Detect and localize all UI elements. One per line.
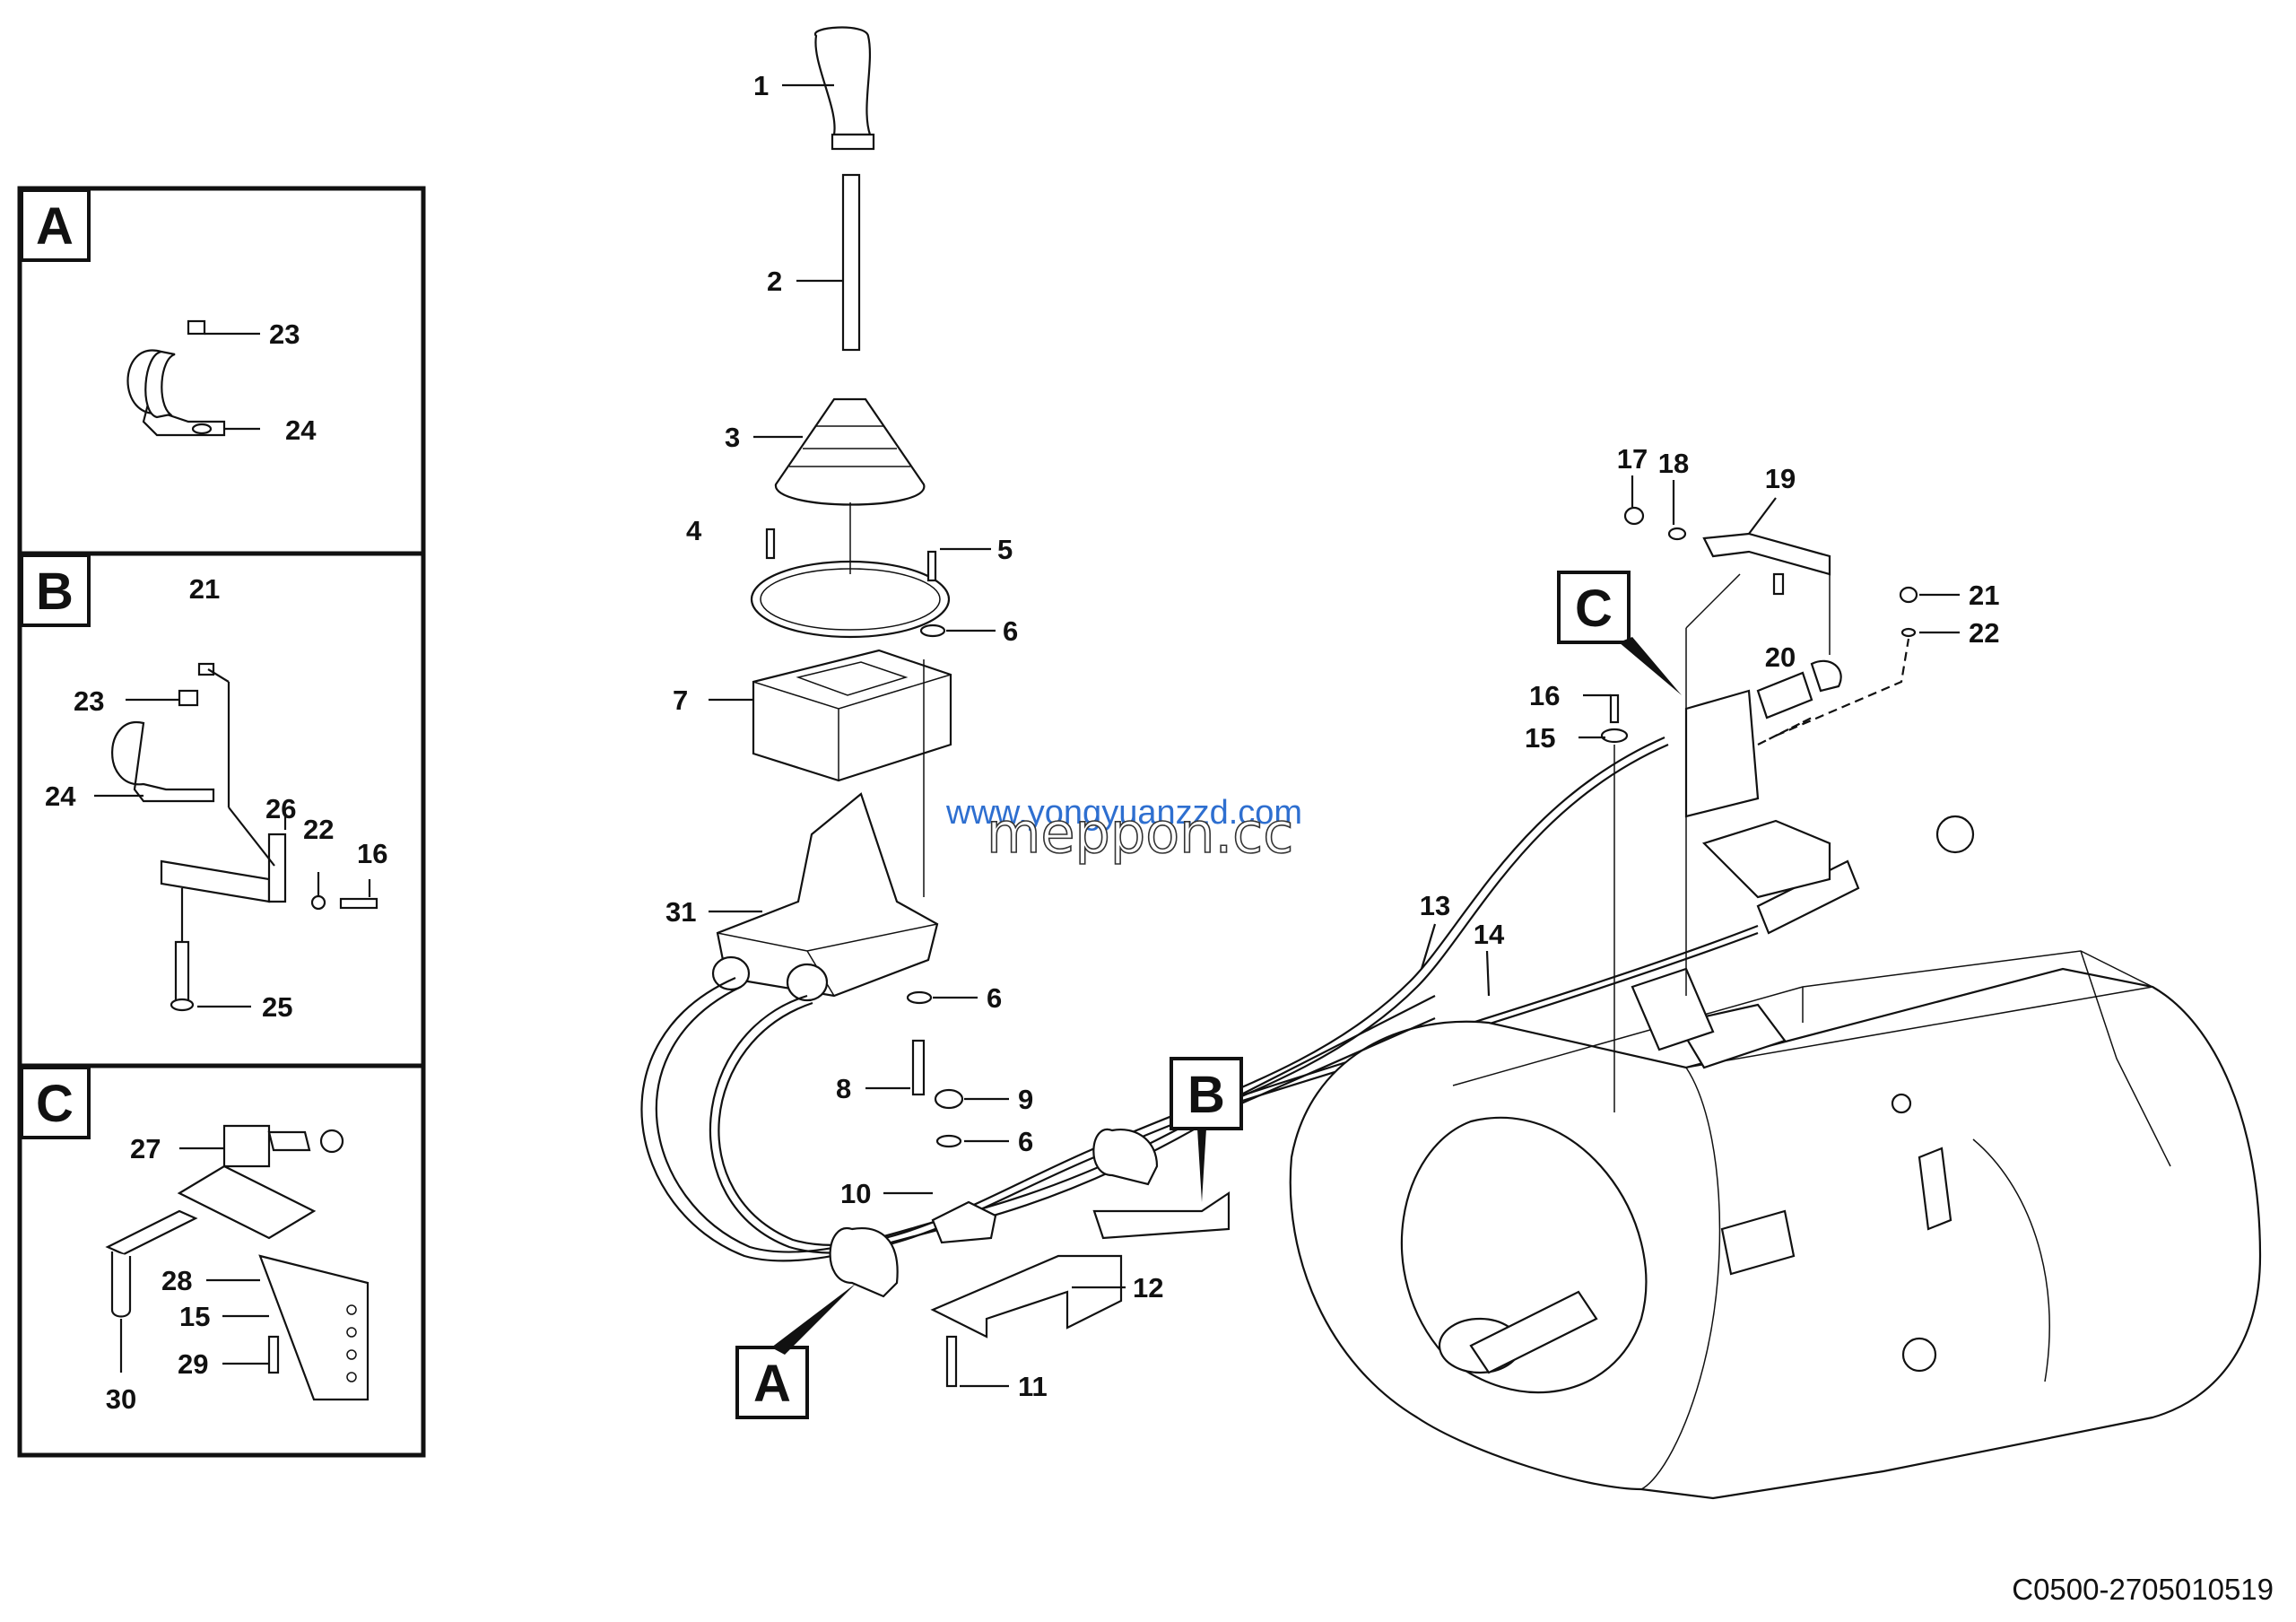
label-25: 25	[262, 991, 292, 1023]
shift-bracket	[105, 1124, 370, 1401]
label-6: 6	[1018, 1126, 1033, 1157]
watermark-url: www.yongyuanzzd.com	[945, 794, 1302, 832]
small-fasteners	[765, 528, 964, 1388]
label-4: 4	[686, 515, 702, 546]
inset-letter-a: A	[36, 197, 74, 256]
label-21: 21	[189, 573, 220, 605]
label-15: 15	[179, 1301, 210, 1332]
label-23: 23	[269, 318, 300, 350]
label-10: 10	[840, 1178, 871, 1209]
label-26: 26	[265, 793, 296, 824]
gearbox-housing	[1289, 950, 2262, 1500]
label-30: 30	[106, 1383, 136, 1415]
label-16: 16	[1529, 680, 1560, 711]
label-23: 23	[74, 685, 104, 717]
watermark-brand: meppon.cc	[987, 800, 1293, 866]
label-2: 2	[767, 266, 782, 297]
callout-letter-c: C	[1575, 580, 1613, 638]
label-17: 17	[1617, 443, 1648, 475]
label-20: 20	[1765, 641, 1796, 673]
label-13: 13	[1420, 890, 1450, 921]
callout-c: C	[1557, 571, 1682, 695]
part-labels: 1 2 3 4 5 6 7 31 6 8 9 6 10 12 11 17 18 …	[665, 70, 1999, 1402]
inset-letter-c: C	[36, 1075, 74, 1133]
inset-letter-b: B	[36, 562, 74, 621]
label-7: 7	[673, 685, 688, 716]
label-12: 12	[1133, 1272, 1163, 1304]
drawing-code: C0500-2705010519	[2012, 1573, 2274, 1606]
label-3: 3	[725, 422, 740, 453]
callout-letter-b: B	[1187, 1066, 1225, 1124]
label-5: 5	[997, 534, 1013, 565]
label-19: 19	[1765, 463, 1796, 494]
label-24: 24	[285, 414, 317, 446]
shift-lever-assembly	[711, 26, 952, 1002]
label-24: 24	[45, 780, 76, 812]
inset-panel-b: B 21 23 24	[20, 554, 387, 1023]
label-1: 1	[753, 70, 769, 101]
leader-lines	[709, 83, 1960, 1388]
label-9: 9	[1018, 1084, 1033, 1115]
label-22: 22	[303, 814, 334, 845]
console-box	[752, 649, 952, 782]
inset-panel-c: C 27 28 15 29	[20, 1066, 370, 1415]
label-8: 8	[836, 1073, 851, 1104]
label-31: 31	[665, 896, 696, 928]
label-29: 29	[178, 1348, 208, 1380]
upper-bracket	[1600, 506, 1918, 1112]
shift-tower	[716, 792, 939, 998]
bracket-assembly	[111, 662, 378, 1012]
shift-rod	[841, 173, 861, 352]
cable-clamps	[829, 1128, 1231, 1339]
label-6: 6	[987, 982, 1002, 1014]
label-11: 11	[1018, 1371, 1048, 1402]
label-14: 14	[1474, 919, 1505, 950]
inset-panels: A 23 24 B	[17, 186, 426, 1458]
callout-a: A	[735, 1283, 857, 1419]
label-21: 21	[1969, 580, 1999, 611]
label-16: 16	[357, 838, 387, 869]
label-18: 18	[1658, 448, 1689, 479]
gear-knob	[814, 26, 872, 136]
label-15: 15	[1525, 722, 1555, 754]
callout-letter-a: A	[753, 1355, 791, 1413]
label-28: 28	[161, 1265, 192, 1296]
label-22: 22	[1969, 617, 1999, 649]
rubber-boot	[774, 397, 926, 506]
watermark: www.yongyuanzzd.com meppon.cc	[945, 794, 1302, 867]
clamp-part	[126, 319, 226, 437]
label-6: 6	[1003, 615, 1018, 647]
label-27: 27	[130, 1133, 161, 1164]
inset-panel-a: A 23 24	[20, 188, 317, 446]
callout-b: B	[1170, 995, 1436, 1202]
